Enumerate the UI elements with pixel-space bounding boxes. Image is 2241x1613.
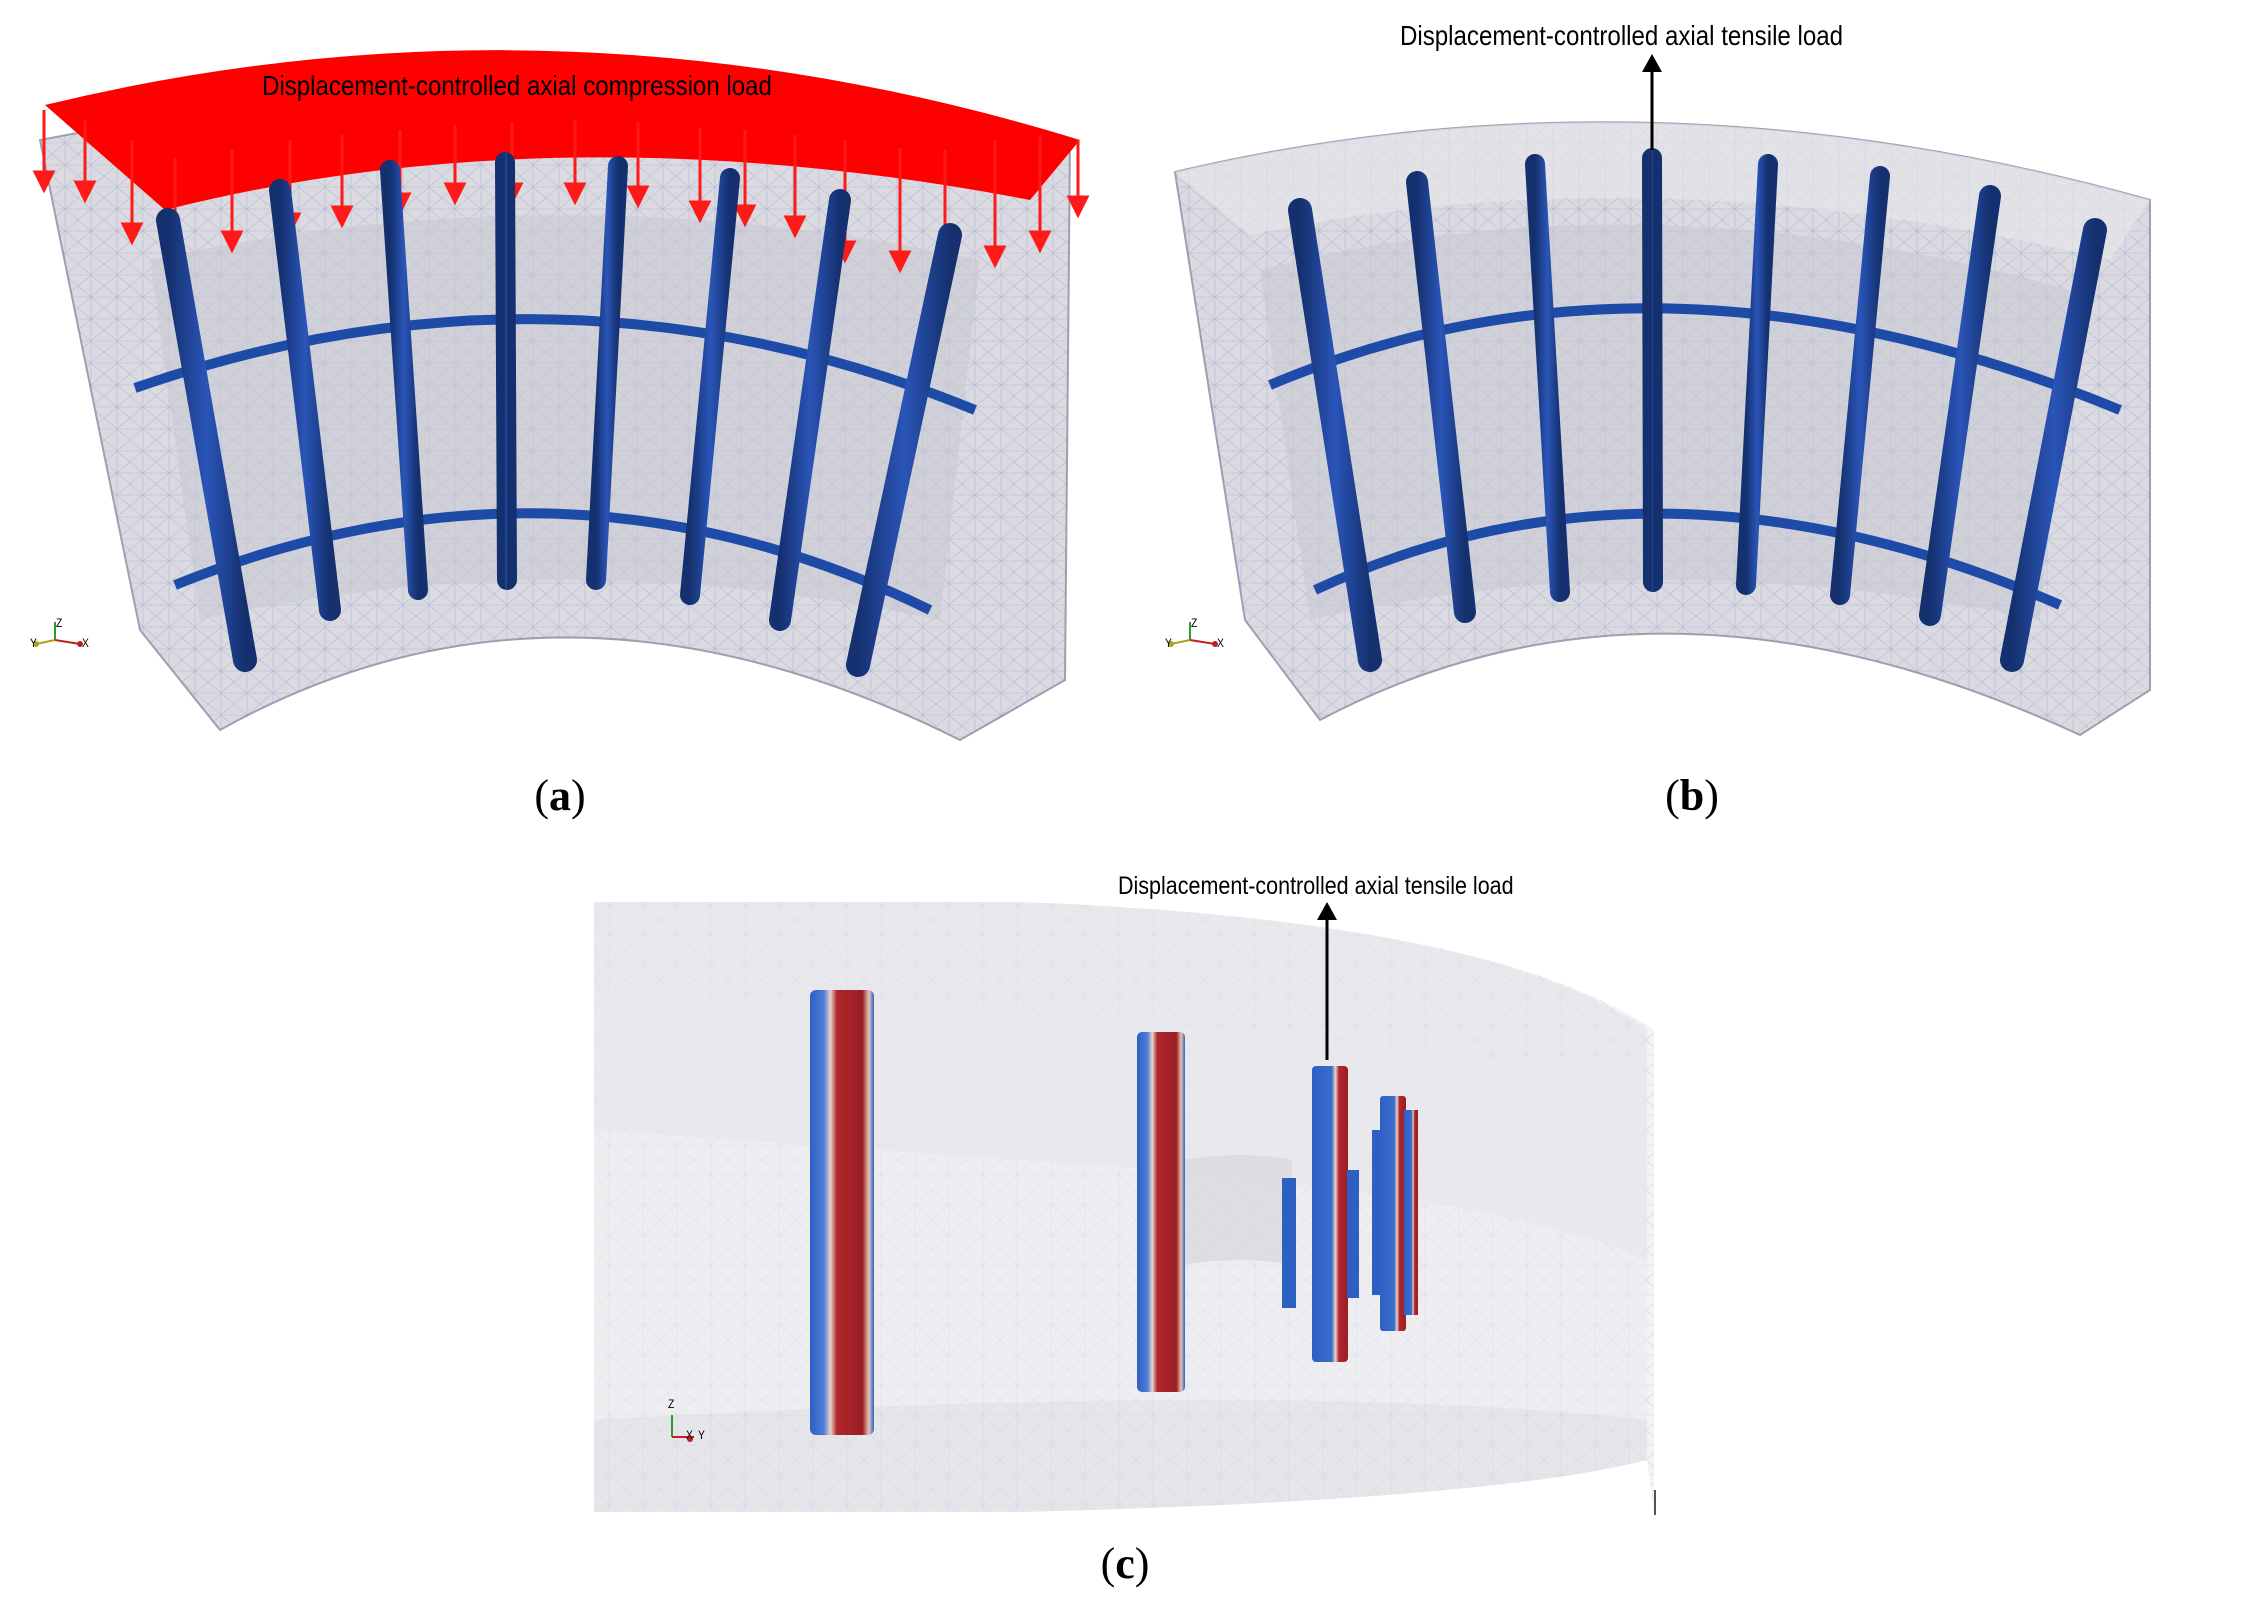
bolts — [156, 152, 962, 677]
axis-triad-c — [671, 1415, 694, 1442]
panel-c — [592, 860, 1662, 1520]
load-surface — [45, 50, 1080, 210]
axis-z-a: Z — [56, 616, 63, 630]
ring-lower — [173, 508, 933, 615]
panel-b-model — [1168, 54, 2151, 737]
bolts — [1288, 148, 2107, 672]
axis-x-c: X — [686, 1428, 693, 1442]
tensile-load-label-c: Displacement-controlled axial tensile lo… — [1118, 872, 1514, 900]
axis-y-b: Y — [1165, 636, 1172, 650]
ring-upper — [1268, 303, 2122, 415]
bolt-8 — [1372, 1130, 1382, 1295]
tensile-load-label-b: Displacement-controlled axial tensile lo… — [1400, 20, 1844, 51]
caption-c: (c) — [1100, 1539, 1150, 1588]
bolt-4 — [1282, 1178, 1296, 1308]
panel-a — [0, 0, 1120, 760]
axis-y-a: Y — [30, 636, 37, 650]
bolt-5 — [1347, 1170, 1359, 1298]
axis-x-b: X — [1217, 636, 1224, 650]
tensile-arrow-c — [1317, 902, 1337, 1060]
panel-b — [1150, 0, 2240, 760]
caption-a: (a) — [534, 771, 586, 820]
axis-triad-b — [1168, 622, 1218, 647]
compression-load-label: Displacement-controlled axial compressio… — [262, 70, 772, 101]
bolt-7 — [1404, 1110, 1418, 1315]
axis-z-b: Z — [1191, 616, 1198, 630]
ring-upper — [133, 314, 977, 415]
bolt-1 — [810, 990, 874, 1435]
panel-a-model — [32, 50, 1090, 742]
bolt-6 — [1380, 1096, 1406, 1331]
bolt-2 — [1137, 1032, 1185, 1392]
caption-b: (b) — [1665, 771, 1719, 820]
bolt-3 — [1312, 1066, 1348, 1362]
axis-x-a: X — [82, 636, 89, 650]
axis-triad-a — [33, 622, 83, 647]
panel-c-model — [594, 902, 1656, 1515]
tensile-arrow-b — [1642, 54, 1662, 150]
bolts — [810, 990, 1418, 1435]
axis-y-c: Y — [698, 1428, 705, 1442]
axis-z-c: Z — [668, 1397, 675, 1411]
